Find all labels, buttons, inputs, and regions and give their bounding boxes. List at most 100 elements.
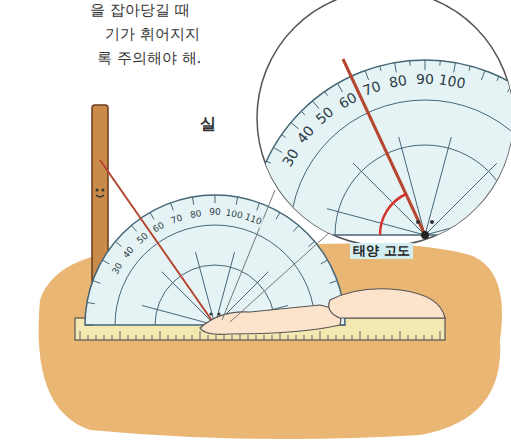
protractor-ray xyxy=(162,272,215,325)
protractor-tick xyxy=(257,203,260,211)
protractor-tick xyxy=(93,281,101,284)
protractor-ray xyxy=(353,163,425,235)
board-tick xyxy=(288,335,289,340)
protractor-eye xyxy=(210,313,213,316)
board-tick xyxy=(184,335,185,340)
board-tick xyxy=(88,335,89,340)
protractor-tick xyxy=(115,241,121,246)
protractor-ray xyxy=(425,137,451,235)
protractor-eye xyxy=(218,313,221,316)
board-tick xyxy=(296,335,297,340)
center-dot xyxy=(421,231,429,239)
protractor-tick xyxy=(425,60,426,70)
zoom-protractor xyxy=(250,60,511,235)
board-tick xyxy=(320,331,321,340)
board-tick xyxy=(408,335,409,340)
board-tick xyxy=(432,335,433,340)
protractor-tick xyxy=(439,61,441,66)
board-tick xyxy=(208,335,209,340)
protractor-tick xyxy=(87,302,95,303)
zoom-guide-line xyxy=(230,232,330,322)
board-tick xyxy=(144,335,145,340)
protractor-tick xyxy=(395,63,397,73)
protractor-tick xyxy=(454,63,456,73)
protractor-tick xyxy=(338,83,343,92)
board-tick xyxy=(224,335,225,340)
board-tick xyxy=(272,335,273,340)
protractor-ray xyxy=(196,252,216,325)
scale-number: 40 xyxy=(294,123,319,148)
protractor-tick xyxy=(192,197,193,205)
pole-eye xyxy=(96,189,99,192)
part-label: 실 xyxy=(200,115,216,133)
board-tick xyxy=(112,335,113,340)
string xyxy=(100,160,215,325)
board-tick xyxy=(392,335,393,340)
board-tick xyxy=(136,335,137,340)
scale-number: 60 xyxy=(335,89,360,112)
scale-number: 90 xyxy=(415,72,435,87)
protractor-tick xyxy=(330,281,338,284)
board-tick xyxy=(104,335,105,340)
protractor-tick xyxy=(276,212,280,219)
protractor-ray xyxy=(425,163,497,235)
protractor-tick xyxy=(409,61,411,66)
board-tick xyxy=(312,335,313,340)
protractor-tick xyxy=(253,205,263,207)
protractor-tick xyxy=(325,92,328,96)
hand xyxy=(329,289,445,318)
pole-smile xyxy=(96,195,104,197)
hand xyxy=(200,305,341,334)
protractor-tick xyxy=(256,190,261,191)
board-tick xyxy=(416,335,417,340)
board-tick xyxy=(200,331,201,340)
protractor-ray xyxy=(327,209,425,235)
scale-number: 30 xyxy=(279,145,302,170)
scale-number: 80 xyxy=(387,73,409,92)
board-tick xyxy=(384,335,385,340)
board-tick xyxy=(128,335,129,340)
scale-number: 100 xyxy=(436,72,467,92)
protractor-tick xyxy=(85,325,93,326)
speech-text: 을 잡아당길 때 xyxy=(90,2,190,19)
scale-number: 30 xyxy=(110,261,125,278)
protractor-eye xyxy=(416,220,420,224)
protractor-arc xyxy=(290,100,511,235)
protractor-tick xyxy=(171,203,174,211)
protractor-tick xyxy=(313,101,319,109)
board-tick xyxy=(80,331,81,340)
board-tick xyxy=(344,335,345,340)
protractor-tick xyxy=(261,175,270,179)
scale-number: 100 xyxy=(224,208,245,221)
board-tick xyxy=(360,331,361,340)
board-tick xyxy=(304,335,305,340)
protractor-tick xyxy=(293,225,298,231)
board-tick xyxy=(152,335,153,340)
board-tick xyxy=(328,335,329,340)
angle-label: 태양 고도 xyxy=(350,243,413,259)
board-tick xyxy=(352,335,353,340)
board-tick xyxy=(336,335,337,340)
protractor-tick xyxy=(150,212,154,219)
board-tick xyxy=(160,331,161,340)
pole-eye xyxy=(102,189,105,192)
protractor-tick xyxy=(291,123,299,129)
board-tick xyxy=(232,335,233,340)
string xyxy=(343,59,425,235)
protractor-eye xyxy=(430,220,434,224)
scale-number: 70 xyxy=(360,79,384,100)
scale-number: 40 xyxy=(121,245,137,262)
scale-number: 70 xyxy=(169,213,185,227)
protractor-tick xyxy=(321,260,328,264)
protractor-tick xyxy=(236,197,237,205)
board-tick xyxy=(368,335,369,340)
board-tick xyxy=(248,335,249,340)
speech-text: 록 주의해야 해. xyxy=(97,50,201,67)
protractor-tick xyxy=(309,241,315,246)
zoom-guide-line xyxy=(222,190,275,320)
board-tick xyxy=(176,335,177,340)
board-tick xyxy=(264,335,265,340)
board-tick xyxy=(256,335,257,340)
